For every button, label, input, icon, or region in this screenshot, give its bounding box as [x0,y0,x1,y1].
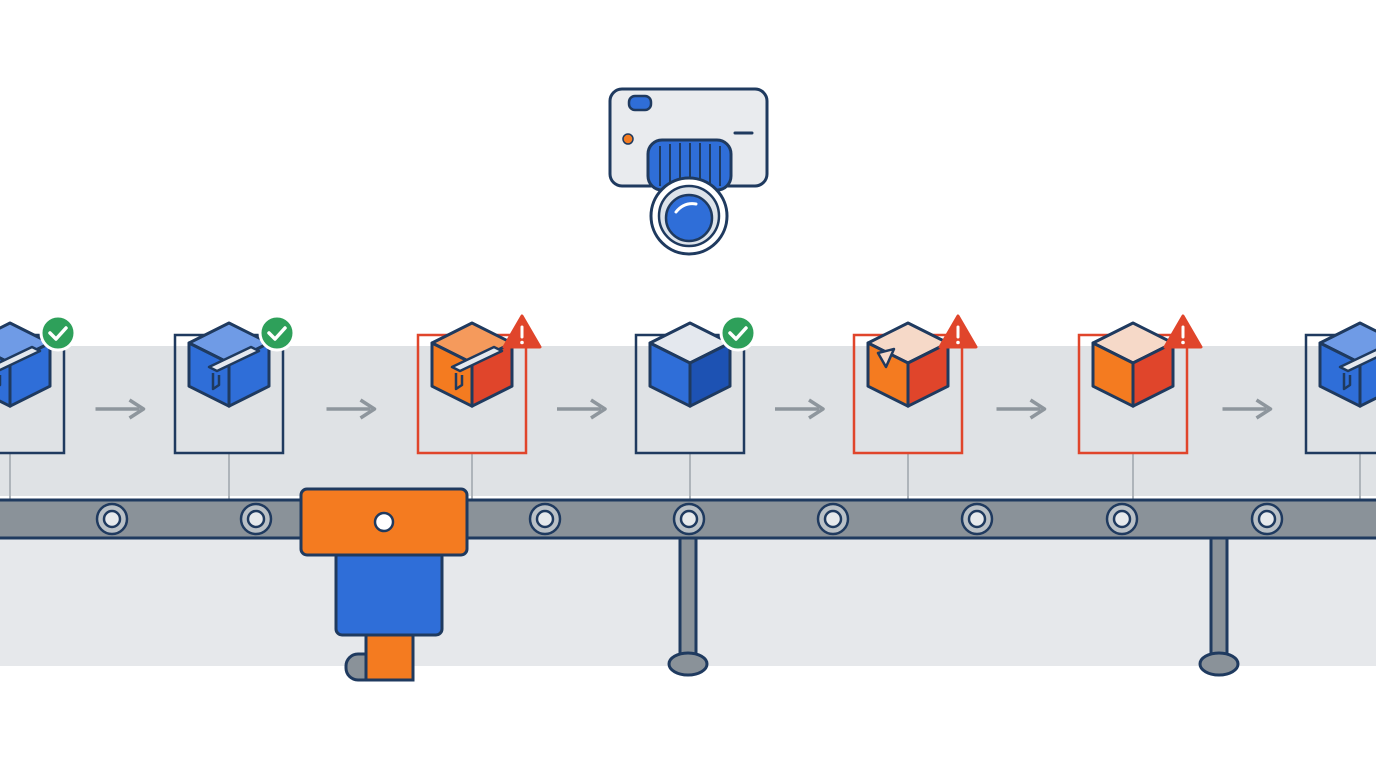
arrow-right-icon [557,398,607,420]
package-icon [1318,321,1376,408]
packages-layer [0,314,1376,500]
package-station [0,314,77,500]
package-station [634,314,757,500]
warning-triangle-icon [938,314,978,349]
arrow-right-icon [996,398,1047,420]
warning-triangle-icon [502,314,542,349]
package-station [1077,314,1203,500]
check-circle-icon [719,314,757,352]
damaged-package-icon [430,321,514,408]
belt-roller [960,502,994,536]
damaged-package-icon [866,321,950,408]
package-icon [648,321,732,408]
support-leg [667,536,709,677]
support-leg [1198,536,1240,677]
arrow-right-icon [1222,398,1273,420]
package-station [852,314,978,500]
pusher-actuator-icon [299,487,469,682]
belt-roller [1250,502,1284,536]
package-station [416,314,542,500]
arrow-right-icon [775,398,825,420]
belt-roller [528,502,562,536]
arrow-right-icon [326,398,377,420]
check-circle-icon [39,314,77,352]
package-icon [187,321,271,408]
belt-roller [672,502,706,536]
check-circle-icon [258,314,296,352]
belt-roller [1105,502,1139,536]
package-station [173,314,296,500]
rollers-layer [95,502,1284,536]
warning-triangle-icon [1163,314,1203,349]
arrow-right-icon [95,398,146,420]
belt-roller [95,502,129,536]
package-icon [0,321,52,408]
belt-roller [816,502,850,536]
belt-roller [239,502,273,536]
camera-icon [608,87,769,256]
damaged-package-icon [1091,321,1175,408]
package-station [1304,321,1376,500]
